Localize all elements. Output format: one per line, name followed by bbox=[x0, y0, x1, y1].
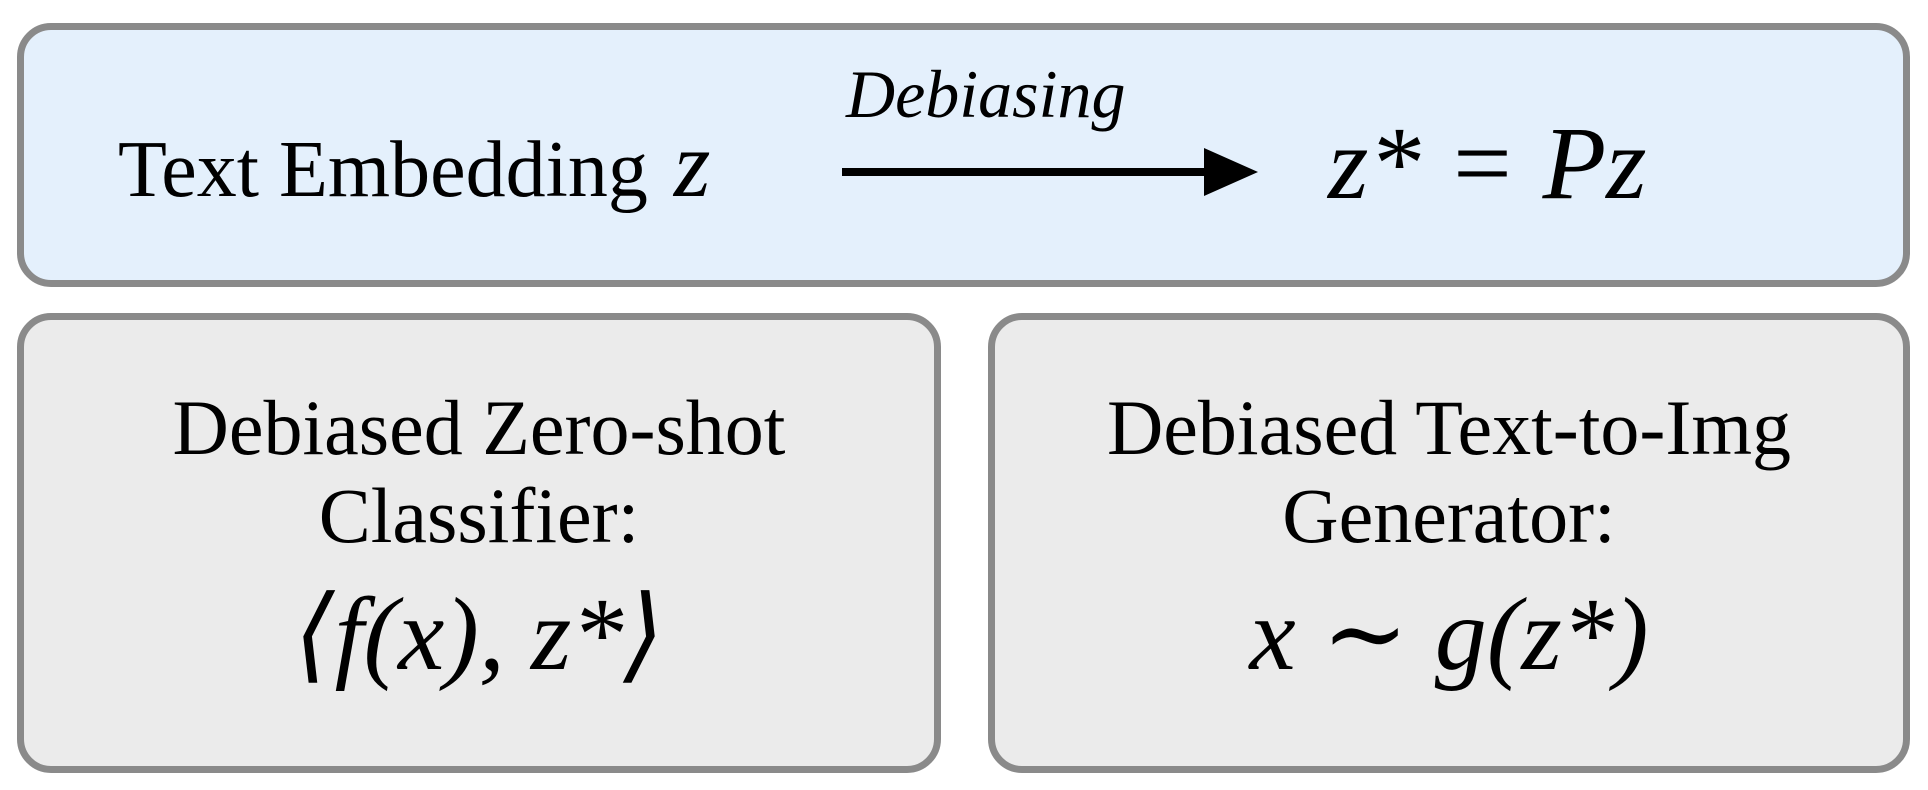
debiasing-panel bbox=[17, 23, 1910, 287]
classifier-heading: Debiased Zero-shot Classifier: bbox=[24, 384, 934, 560]
generator-formula: x ∼ g(z*) bbox=[1249, 577, 1649, 692]
text-embedding-text: Text Embedding bbox=[118, 126, 648, 214]
debiased-embedding-formula: z* = Pz bbox=[1328, 106, 1647, 221]
arrow-head bbox=[1204, 148, 1258, 196]
classifier-formula: ⟨f(x), z*⟩ bbox=[294, 577, 664, 692]
generator-heading: Debiased Text-to-Img Generator: bbox=[995, 384, 1903, 560]
debiasing-label: Debiasing bbox=[846, 56, 1126, 132]
right-arrow-icon bbox=[842, 148, 1258, 196]
generator-heading-line2: Generator: bbox=[1282, 472, 1616, 559]
text-to-img-generator-panel: Debiased Text-to-Img Generator: x ∼ g(z*… bbox=[988, 313, 1910, 773]
classifier-heading-line2: Classifier: bbox=[318, 472, 640, 559]
zero-shot-classifier-panel: Debiased Zero-shot Classifier: ⟨f(x), z*… bbox=[17, 313, 941, 773]
generator-heading-line1: Debiased Text-to-Img bbox=[1106, 384, 1792, 471]
classifier-heading-line1: Debiased Zero-shot bbox=[172, 384, 786, 471]
embedding-variable: z bbox=[673, 113, 711, 217]
